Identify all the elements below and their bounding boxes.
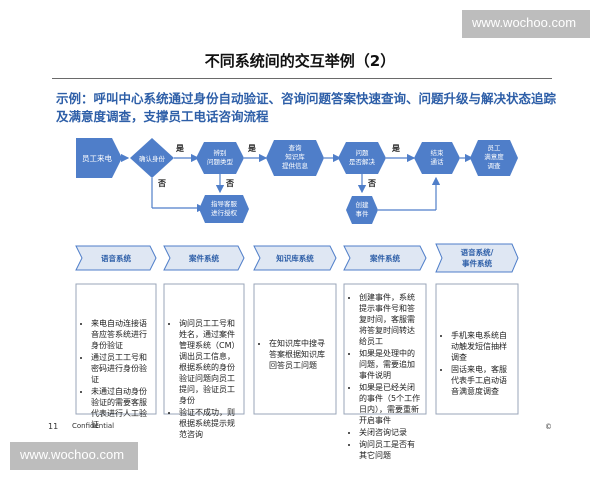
system-box-case-2-frame [343,283,427,415]
list-item: 来电自动连接语音应答系统进行身份验证 [91,318,151,351]
system-box-case-1-frame [163,283,245,415]
list-item: 未通过自动身份验证的需要客服代表进行人工验证 [91,386,151,430]
svg-text:是否解决: 是否解决 [349,157,376,166]
list-item: 手机来电系统自动触发短信抽样调查 [451,330,513,363]
system-box-voice-event-frame [435,283,519,415]
list-item: 询问员工工号和姓名，通过案件管理系统（CM）调出员工信息，根据系统的身份验证问题… [179,318,239,406]
system-box-case-1: 询问员工工号和姓名，通过案件管理系统（CM）调出员工信息，根据系统的身份验证问题… [164,314,244,445]
no-label-1: 否 [157,179,166,188]
list-item: 关闭咨询记录 [359,427,421,438]
svg-text:进行授权: 进行授权 [211,208,238,217]
svg-text:创建: 创建 [356,200,370,209]
page-number: 11 [48,422,59,431]
system-header-voice: 语音系统 [75,245,157,271]
svg-text:确认身份: 确认身份 [139,154,166,163]
flow-satisfaction-survey: 员工 满意度 调查 [470,140,518,176]
yes-label-3: 是 [391,143,400,153]
flow-create-case: 创建 事件 [346,196,378,224]
svg-text:案件系统: 案件系统 [369,253,400,263]
system-box-voice: 来电自动连接语音应答系统进行身份验证 通过员工工号和密码进行身份验证 未通过自动… [76,314,156,435]
copyright-mark: © [545,423,552,431]
svg-text:调查: 调查 [488,161,502,170]
svg-text:辨别: 辨别 [214,148,227,157]
list-item: 验证不成功，则根据系统提示规范咨询 [179,407,239,440]
system-box-knowledge-base: 在知识库中搜寻答案根据知识库回答员工问题 [254,334,336,376]
system-box-voice-frame [75,283,157,415]
confidential-label: Confidential [72,422,115,430]
flow-decision-identity: 确认身份 [130,138,174,178]
svg-text:问题类型: 问题类型 [207,157,234,166]
watermark-top: www.wochoo.com [462,10,590,38]
svg-text:事件系统: 事件系统 [462,258,492,268]
svg-text:员工: 员工 [488,144,502,152]
svg-text:知识库系统: 知识库系统 [276,253,314,263]
svg-text:结束: 结束 [431,148,445,157]
system-header-voice-event: 语音系统/ 事件系统 [435,243,519,273]
flow-decision-solved: 问题 是否解决 [338,142,386,174]
svg-text:案件系统: 案件系统 [188,253,219,263]
svg-text:通话: 通话 [431,157,445,166]
flow-end-call: 结束 通话 [414,142,460,174]
flow-kb-query: 查询 知识库 提供信息 [266,140,324,176]
flow-start-call: 员工来电 [76,138,122,178]
list-item: 固话来电，客服代表手工启动语音满意度调查 [451,364,513,397]
svg-text:满意度: 满意度 [484,152,504,161]
svg-text:问题: 问题 [356,149,370,157]
system-header-case-1: 案件系统 [163,245,245,271]
flow-guide-service-rep: 指导客服 进行授权 [199,195,249,223]
list-item: 如果是处理中的问题，需要追加事件说明 [359,348,421,381]
page-title: 不同系统间的交互举例（2） [204,52,396,70]
system-box-case-2: 创建事件，系统提示事件号和答复时间，客服需将答复时间转达给员工 如果是处理中的问… [344,288,426,466]
yes-label-2: 是 [247,143,256,153]
system-box-kb-frame [253,283,337,415]
system-box-voice-event: 手机来电系统自动触发短信抽样调查 固话来电，客服代表手工启动语音满意度调查 [436,326,518,402]
list-item: 在知识库中搜寻答案根据知识库回答员工问题 [269,338,331,371]
list-item: 创建事件，系统提示事件号和答复时间，客服需将答复时间转达给员工 [359,292,421,347]
no-label-3: 否 [367,179,376,188]
yes-label-1: 是 [175,143,184,153]
svg-text:知识库: 知识库 [285,152,305,161]
no-label-2: 否 [225,179,234,188]
svg-text:事件: 事件 [356,209,370,218]
svg-text:查询: 查询 [289,143,303,152]
flow-identify-problem-type: 辨别 问题类型 [196,142,244,174]
list-item: 通过员工工号和密码进行身份验证 [91,352,151,385]
svg-text:语音系统/: 语音系统/ [461,247,494,257]
page-subtitle: 示例：呼叫中心系统通过身份自动验证、咨询问题答案快速查询、问题升级与解决状态追踪… [56,91,557,124]
svg-text:提供信息: 提供信息 [282,161,309,170]
svg-text:语音系统: 语音系统 [101,253,131,263]
system-header-knowledge-base: 知识库系统 [253,245,337,271]
flow-start-label: 员工来电 [82,153,112,163]
system-header-case-2: 案件系统 [343,245,427,271]
list-item: 如果是已经关闭的事件（5个工作日内），需要重新开启事件 [359,382,421,426]
watermark-bottom: www.wochoo.com [10,442,138,470]
list-item: 询问员工是否有其它问题 [359,439,421,461]
svg-text:指导客服: 指导客服 [211,199,238,208]
title-divider [52,78,552,79]
